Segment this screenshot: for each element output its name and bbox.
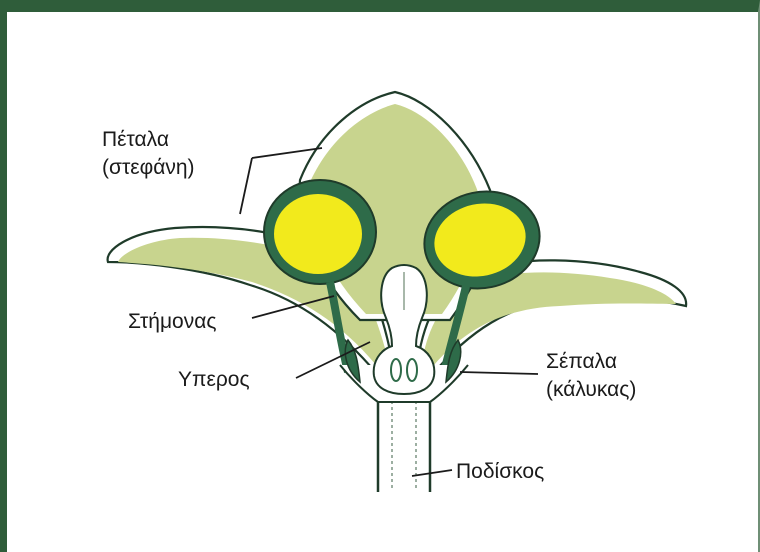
left-pollen (274, 194, 362, 274)
sepals-label-line1: Σέπαλα (546, 350, 617, 373)
pedicel-leader (412, 470, 452, 476)
sepals-label-line2: (κάλυκας) (546, 378, 636, 401)
petals-label-line1: Πέταλα (102, 128, 169, 151)
sepals-leader (460, 372, 538, 374)
stamen-label: Στήμονας (128, 310, 217, 333)
pedicel-label: Ποδίσκος (456, 460, 544, 483)
petals-label-line2: (στεφάνη) (102, 156, 195, 179)
pistil-label: Υπερος (178, 368, 250, 391)
pedicel-stem (378, 400, 430, 492)
